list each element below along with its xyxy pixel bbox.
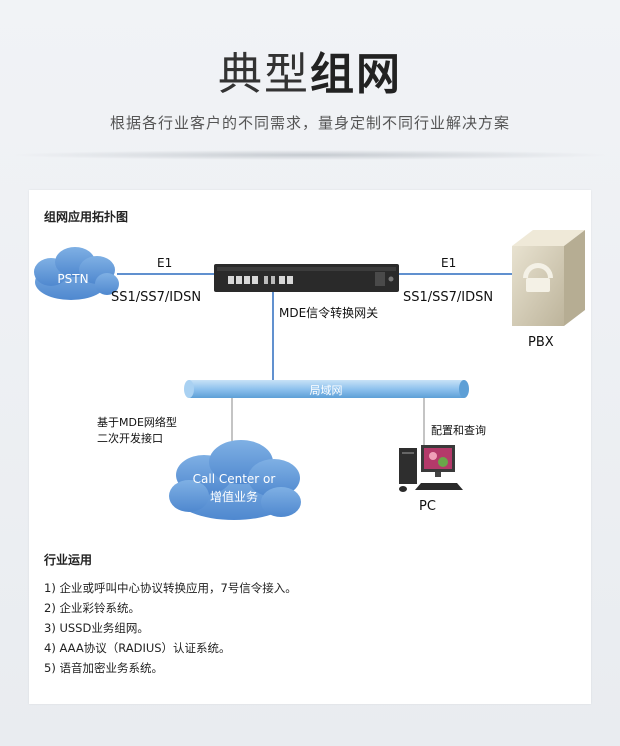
gateway-device — [214, 264, 399, 292]
usage-item: 1) 企业或呼叫中心协议转换应用，7号信令接入。 — [44, 578, 297, 598]
pstn-label: PSTN — [45, 272, 101, 286]
interface-label-line1: 基于MDE网络型 — [97, 414, 177, 430]
usage-item: 2) 企业彩铃系统。 — [44, 598, 297, 618]
header-divider — [10, 150, 610, 160]
callcenter-label-line2: 增值业务 — [179, 488, 289, 505]
usage-item: 4) AAA协议（RADIUS）认证系统。 — [44, 638, 297, 658]
config-label: 配置和查询 — [431, 422, 486, 438]
left-protocol-label: SS1/SS7/IDSN — [111, 290, 201, 305]
section-title-usage: 行业运用 — [44, 551, 92, 568]
right-e1-label: E1 — [441, 256, 456, 270]
topology-card: 组网应用拓扑图 — [29, 190, 591, 704]
page-subtitle: 根据各行业客户的不同需求，量身定制不同行业解决方案 — [0, 112, 620, 133]
usage-item: 5) 语音加密业务系统。 — [44, 658, 297, 678]
interface-label-line2: 二次开发接口 — [97, 430, 163, 446]
pbx-device — [512, 230, 585, 326]
left-e1-label: E1 — [157, 256, 172, 270]
topology-diagram — [29, 190, 591, 560]
right-protocol-label: SS1/SS7/IDSN — [403, 290, 493, 305]
usage-item: 3) USSD业务组网。 — [44, 618, 297, 638]
callcenter-label-line1: Call Center or — [179, 472, 289, 486]
title-light: 典型 — [218, 49, 310, 100]
pc-label: PC — [419, 499, 436, 514]
gateway-label: MDE信令转换网关 — [279, 304, 378, 321]
usage-list: 1) 企业或呼叫中心协议转换应用，7号信令接入。 2) 企业彩铃系统。 3) U… — [44, 578, 297, 678]
pbx-label: PBX — [528, 335, 554, 350]
title-bold: 组网 — [310, 49, 402, 100]
page-title: 典型组网 — [0, 48, 620, 102]
lan-label: 局域网 — [301, 382, 351, 398]
pc-device — [399, 445, 463, 492]
